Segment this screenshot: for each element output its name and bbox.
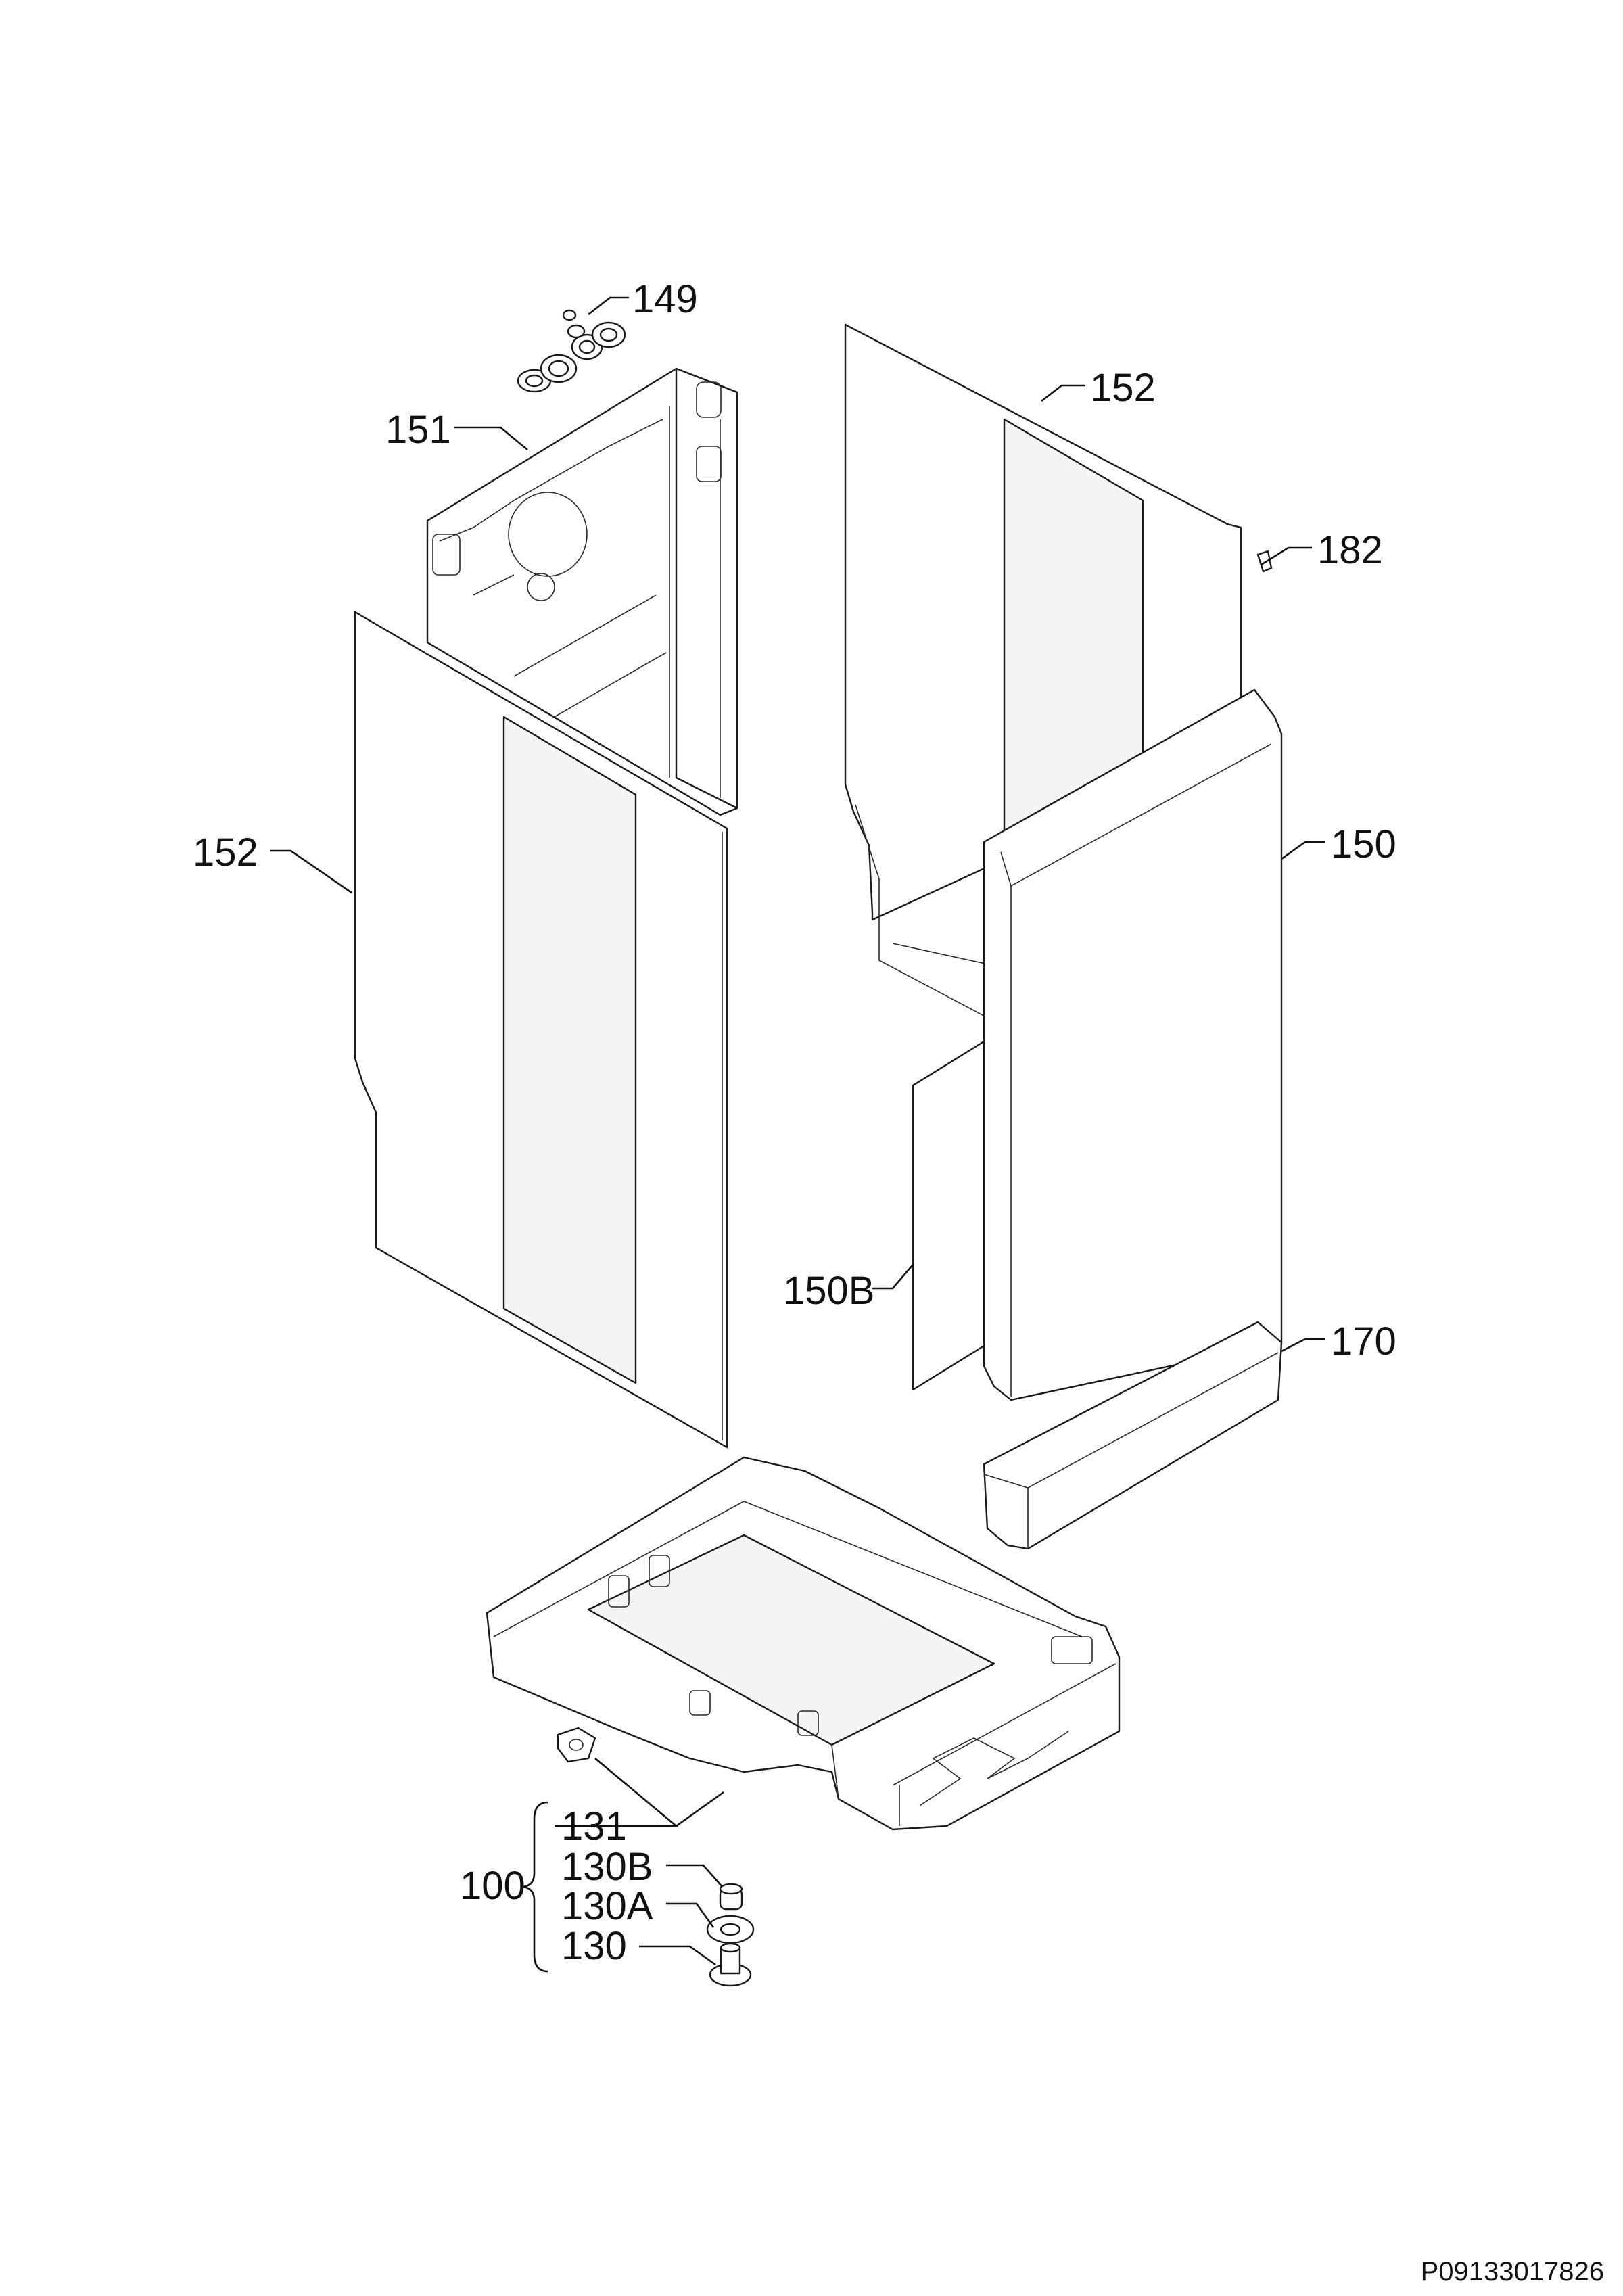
part-130-adjustable-foot	[709, 1942, 752, 1987]
leader-170	[1281, 1338, 1325, 1353]
part-149-gasket-set	[517, 309, 626, 393]
callout-152-left: 152	[193, 830, 258, 874]
part-base-frame	[486, 1456, 1121, 1831]
leader-150	[1281, 841, 1325, 860]
callout-150b: 150B	[783, 1269, 874, 1313]
callout-131: 131	[561, 1804, 627, 1848]
part-130b-foot-bushing	[719, 1883, 743, 1911]
leader-152-left	[270, 849, 352, 894]
document-code: P09133017826	[1421, 2257, 1604, 2287]
callout-182: 182	[1317, 528, 1383, 572]
callout-130b: 130B	[561, 1845, 653, 1889]
callout-130a: 130A	[561, 1884, 653, 1928]
leader-152-right	[1041, 384, 1085, 402]
leader-182	[1261, 546, 1312, 566]
callout-151: 151	[385, 408, 451, 452]
callout-100: 100	[460, 1864, 525, 1908]
leader-150b	[872, 1264, 914, 1290]
part-131-foot-clip	[557, 1727, 596, 1763]
callout-149: 149	[632, 277, 698, 321]
leader-130	[639, 1945, 716, 1966]
part-152-left-side-panel	[354, 611, 728, 1449]
leader-130a	[666, 1902, 715, 1928]
callout-170: 170	[1331, 1319, 1396, 1363]
leader-131-link	[676, 1791, 724, 1827]
part-170-kickplate	[983, 1321, 1283, 1550]
part-130a-foot-lock-nut	[706, 1915, 755, 1944]
group-brace-100	[520, 1801, 548, 1973]
callout-130: 130	[561, 1924, 627, 1968]
leader-151	[454, 426, 528, 451]
callout-150: 150	[1331, 822, 1396, 866]
callout-152-right: 152	[1090, 366, 1156, 410]
leader-130b	[666, 1864, 723, 1888]
leader-149	[588, 296, 629, 316]
part-150b-insulation-sheet	[912, 1040, 985, 1391]
part-151-rear-frame	[426, 367, 738, 816]
